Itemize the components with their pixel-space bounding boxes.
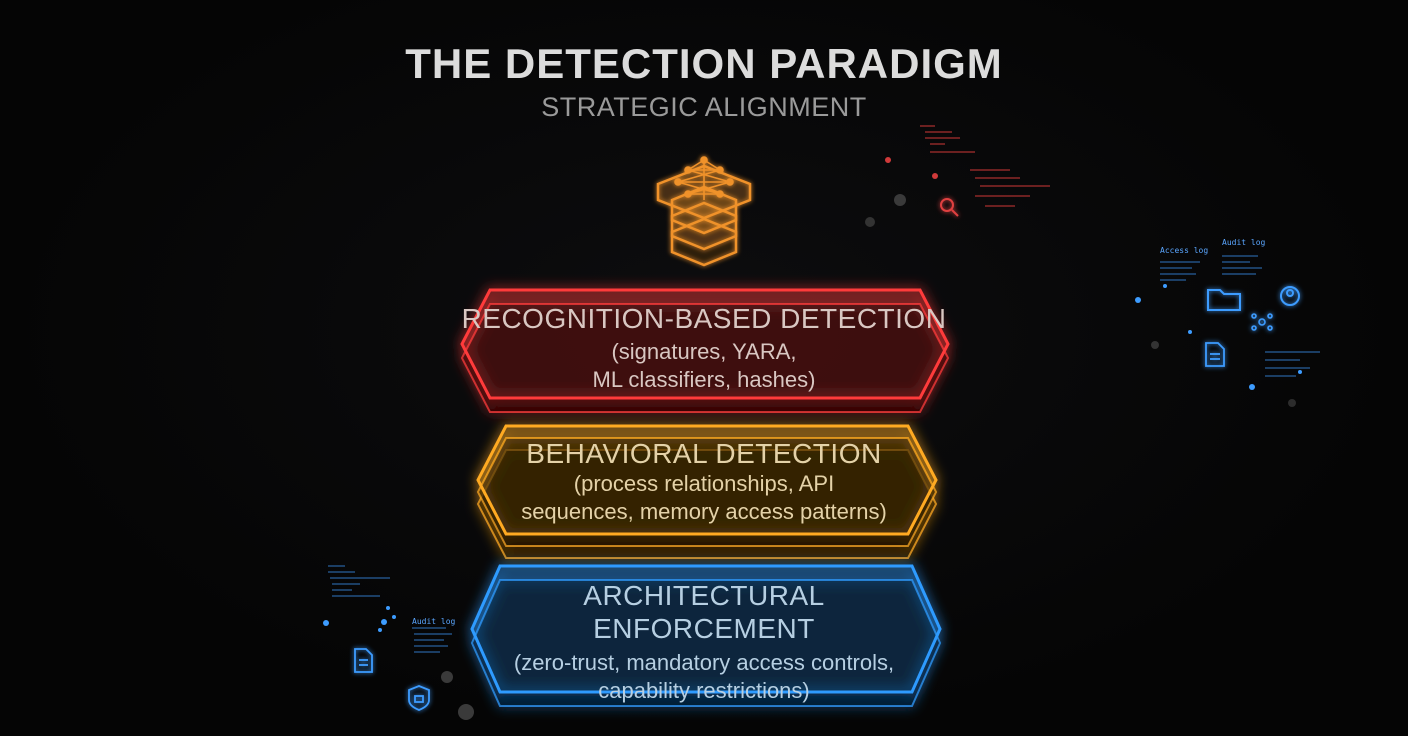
audit-log-label-left: Audit log	[412, 617, 456, 626]
tier-recognition-based: RECOGNITION-BASED DETECTION (signatures,…	[0, 302, 1408, 394]
tier-plate-architectural	[470, 564, 942, 707]
document-icon	[354, 648, 373, 673]
tier-plate-top	[476, 424, 938, 536]
tier-title: ARCHITECTURAL	[583, 580, 825, 611]
tier-title: BEHAVIORAL DETECTION	[526, 438, 882, 469]
page-title: THE DETECTION PARADIGM	[405, 40, 1003, 87]
tier-plate-behavioral	[476, 424, 938, 559]
tier-plate-top	[470, 564, 942, 694]
tier-plate-top	[460, 288, 950, 400]
tier-detail: (zero-trust, mandatory access controls,	[513, 650, 895, 675]
audit-log-label: Audit log	[1222, 238, 1266, 247]
tier-title: RECOGNITION-BASED DETECTION	[461, 303, 947, 334]
code-snippet-red	[920, 125, 1050, 207]
tier-architectural: ARCHITECTURAL ENFORCEMENT (zero-trust, m…	[0, 579, 1408, 705]
tier-behavioral: BEHAVIORAL DETECTION (process relationsh…	[0, 437, 1408, 526]
network-icon	[1251, 313, 1273, 331]
page-subtitle: STRATEGIC ALIGNMENT	[541, 92, 867, 122]
tier-title: ENFORCEMENT	[593, 613, 815, 644]
neural-network-stack-icon	[656, 156, 752, 267]
user-icon	[1280, 286, 1300, 306]
tier-detail: (signatures, YARA,	[611, 339, 797, 364]
shield-icon	[408, 685, 430, 711]
document-icon	[1205, 342, 1225, 367]
tier-detail: (process relationships, API	[573, 471, 835, 496]
tier-detail: capability restrictions)	[598, 678, 810, 703]
magnifier-icon	[940, 198, 959, 217]
tier-detail: sequences, memory access patterns)	[521, 499, 887, 524]
access-log-label: Access log	[1160, 246, 1209, 255]
tier-detail: ML classifiers, hashes)	[592, 367, 816, 392]
tier-plate-recognition	[460, 288, 950, 413]
folder-icon	[1207, 289, 1241, 311]
